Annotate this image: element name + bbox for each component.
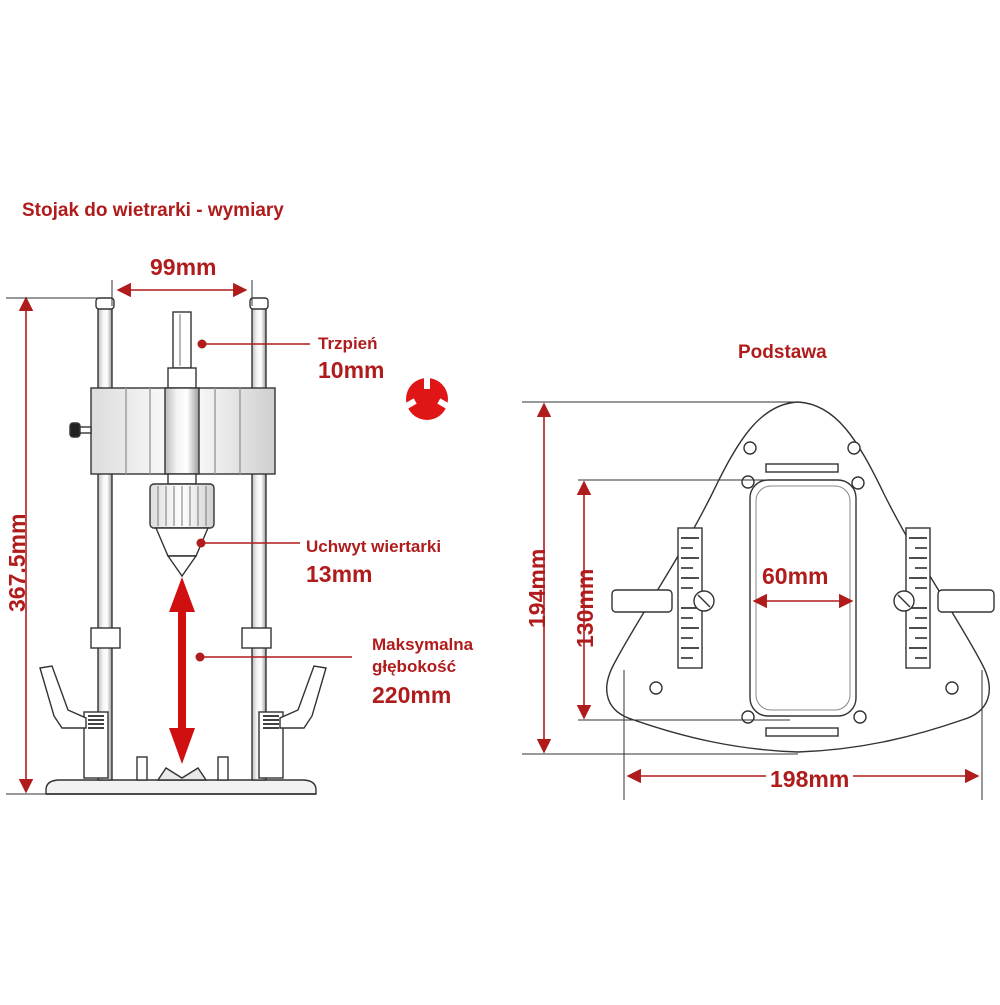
spindle-lower [167, 473, 197, 485]
depth-label-line1: Maksymalna [372, 635, 474, 654]
shank-collar [167, 367, 197, 389]
base-height-outer-label: 194mm [524, 548, 550, 628]
right-column-cap [249, 297, 269, 310]
right-column [251, 307, 267, 781]
v-block [156, 767, 208, 781]
top-bar [765, 463, 839, 473]
lock-knob [69, 422, 81, 438]
left-collar [90, 627, 121, 649]
stand-base-plate [45, 779, 317, 795]
shank-value: 10mm [318, 357, 385, 383]
spindle-shank [172, 311, 192, 369]
chuck-value: 13mm [306, 561, 373, 587]
slot-width-label: 60mm [762, 563, 829, 589]
right-wing-handle [279, 665, 327, 729]
shank-dot [197, 339, 207, 349]
right-spring [263, 715, 279, 729]
left-column [97, 307, 113, 781]
left-column-cap [95, 297, 115, 310]
stand-height-label: 367.5mm [4, 513, 30, 612]
base-dimensions [522, 401, 983, 800]
shank-profile-icon [403, 376, 451, 420]
chuck-label: Uchwyt wiertarki [306, 537, 442, 556]
shank-label: Trzpień [318, 334, 378, 353]
stand-width-label: 99mm [150, 254, 217, 280]
base-height-inner-label: 130mm [572, 568, 598, 648]
bottom-bar [765, 727, 839, 737]
chuck-tip [166, 555, 198, 578]
left-clamp [611, 589, 673, 613]
left-bracket [83, 711, 109, 779]
base-stud-right [217, 756, 229, 781]
base-stud-left [136, 756, 148, 781]
right-bracket [258, 711, 284, 779]
depth-arrow [169, 577, 195, 764]
left-wing-handle [39, 665, 87, 729]
lock-knob-stem [79, 426, 92, 434]
diagram-title: Stojak do wietrarki - wymiary [22, 200, 284, 221]
base-title: Podstawa [738, 342, 827, 363]
chuck-dot [196, 538, 206, 548]
center-slot [749, 479, 857, 717]
right-collar [241, 627, 272, 649]
depth-dot [195, 652, 205, 662]
mounting-holes [649, 441, 959, 724]
base-width-label: 198mm [766, 768, 854, 791]
depth-value: 220mm [372, 682, 452, 708]
spindle-tube [164, 387, 200, 475]
right-clamp [937, 589, 995, 613]
stand-dimensions [6, 280, 352, 795]
left-spring [88, 715, 104, 729]
drill-stand [39, 297, 327, 795]
depth-label-line2: głębokość [372, 657, 457, 676]
